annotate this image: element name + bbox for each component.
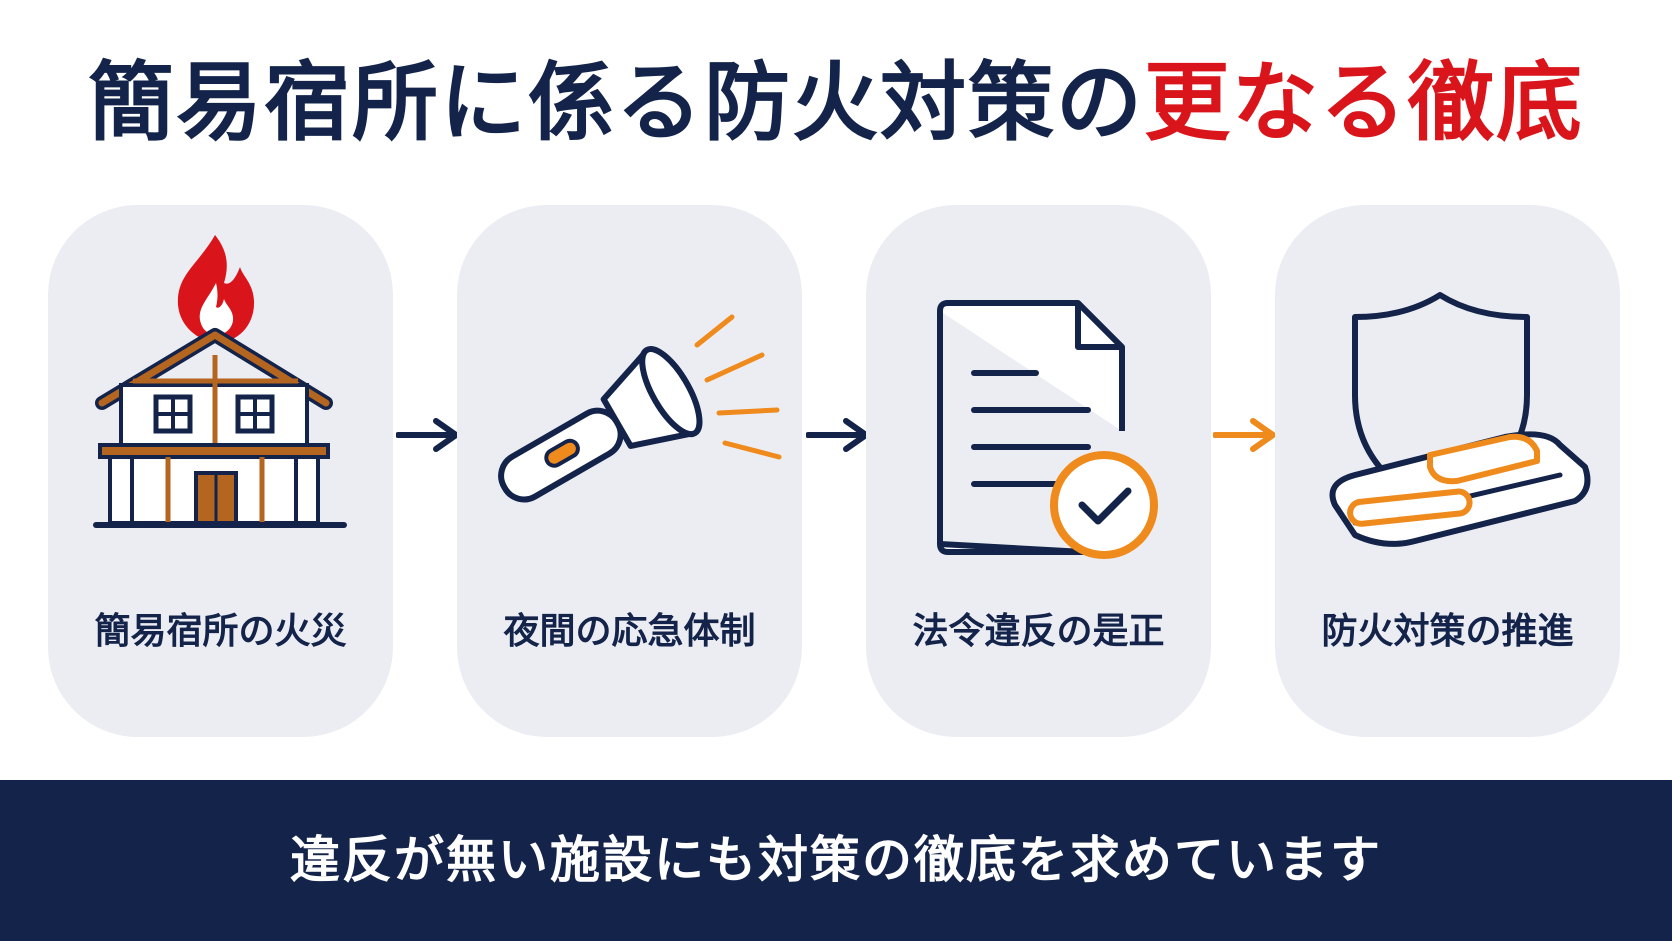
step-card-flashlight: 夜間の応急体制 [457, 205, 802, 737]
step-label-flashlight: 夜間の応急体制 [503, 611, 756, 652]
step-label-shield: 防火対策の推進 [1321, 611, 1574, 652]
step-label-document: 法令違反の是正 [912, 611, 1165, 652]
step-label-fire: 簡易宿所の火災 [94, 611, 347, 652]
house-fire-icon [93, 235, 347, 528]
flashlight-icon [498, 314, 782, 503]
arrow-right-icon [396, 418, 459, 452]
arrow-right-icon [806, 418, 869, 452]
page-title: 簡易宿所に係る防火対策の更なる徹底 [0, 48, 1672, 158]
arrow-right-icon [1213, 418, 1276, 452]
step-card-document: 法令違反の是正 [866, 205, 1211, 737]
bottom-banner: 違反が無い施設にも対策の徹底を求めています [0, 780, 1672, 941]
step-card-fire: 簡易宿所の火災 [48, 205, 393, 737]
banner-text: 違反が無い施設にも対策の徹底を求めています [290, 831, 1382, 889]
document-check-icon [937, 300, 1158, 559]
title-main: 簡易宿所に係る防火対策の [88, 53, 1144, 153]
step-card-shield: 防火対策の推進 [1275, 205, 1620, 737]
shield-bedding-icon [1329, 292, 1591, 547]
title-accent: 更なる徹底 [1144, 53, 1584, 153]
